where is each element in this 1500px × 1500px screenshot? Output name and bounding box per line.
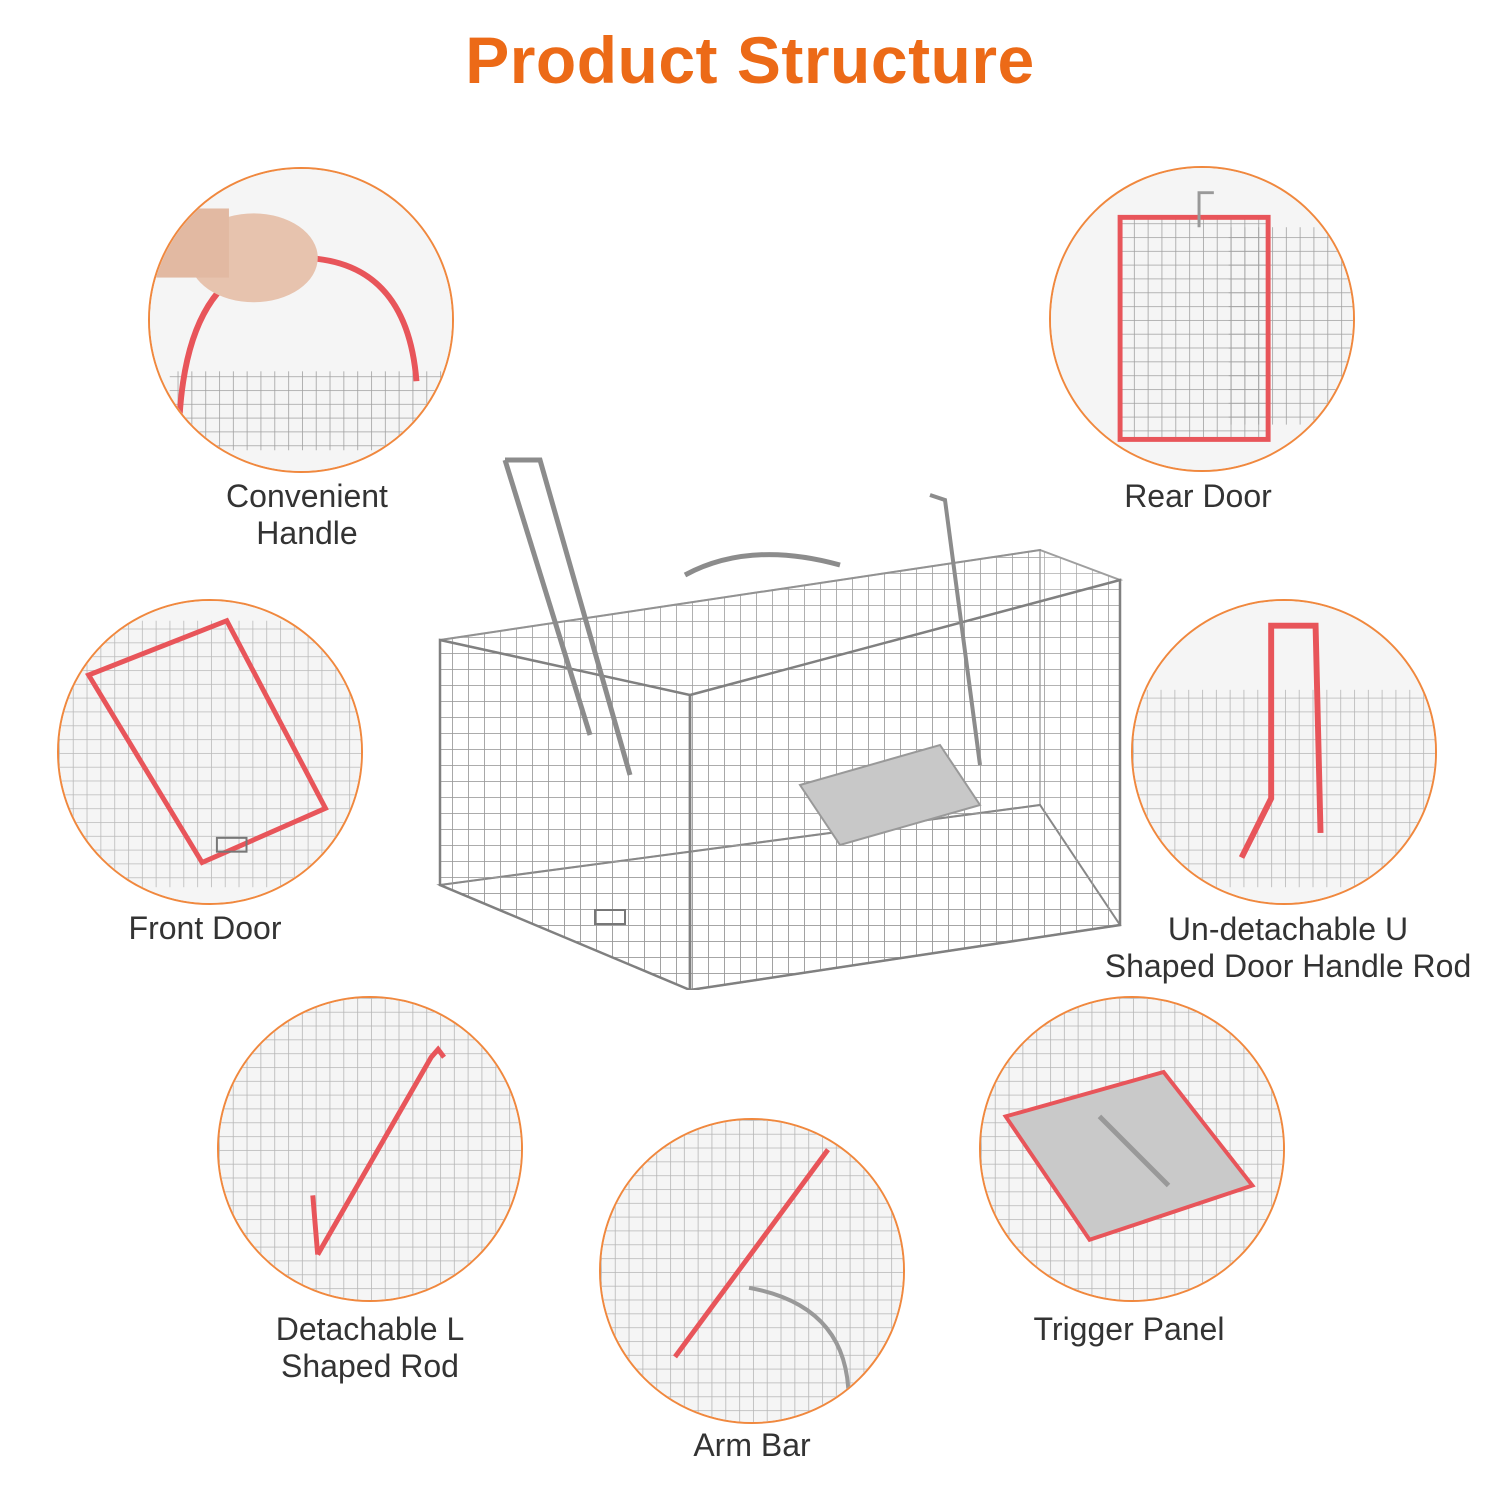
rear-door-callout-circle [1049,166,1355,472]
page-title: Product Structure [465,23,1035,97]
arm-bar-label: Arm Bar [693,1427,811,1463]
rear-door-label: Rear Door [1124,478,1272,514]
l-rod-callout-circle [217,996,523,1302]
cage-trap-image [436,457,1124,990]
u-rod-callout-circle [1131,599,1437,905]
front-door-callout-circle [57,599,363,905]
trigger-panel-label: Trigger Panel [1033,1311,1225,1347]
arm-bar-callout-circle [599,1118,905,1424]
trigger-panel-callout-circle [979,996,1285,1302]
front-door-label: Front Door [128,910,282,946]
handle-callout-circle [148,167,454,473]
